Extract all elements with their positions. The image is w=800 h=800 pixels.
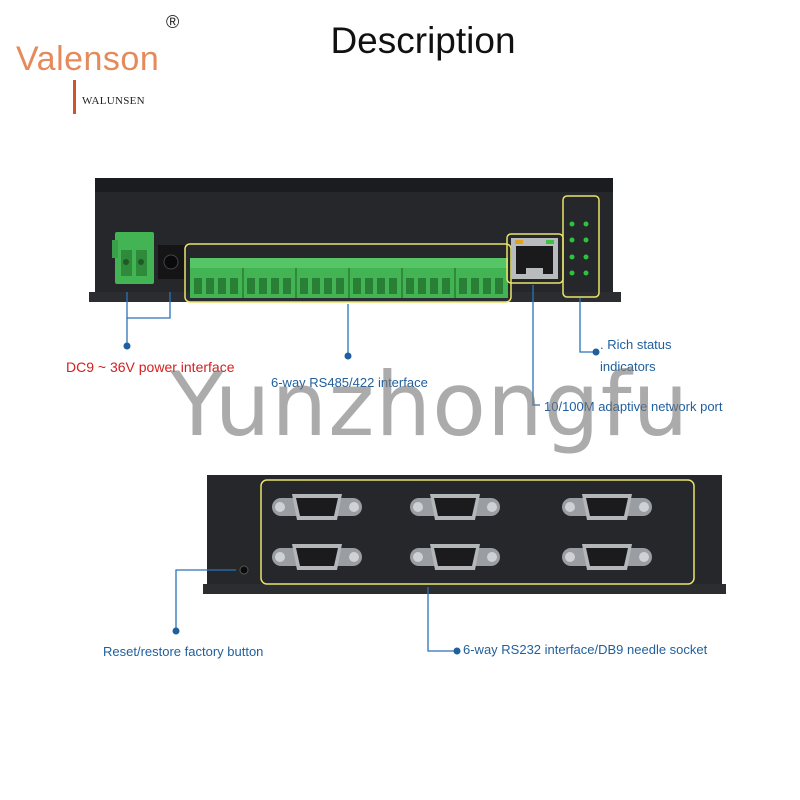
label-rs232-interface: 6-way RS232 interface/DB9 needle socket [463, 642, 708, 657]
callout-lines-top [126, 285, 593, 406]
registered-mark: ® [166, 12, 180, 32]
watermark-text: Yunzhongfu [170, 353, 690, 456]
brand-logo-name: Valenson [16, 40, 160, 78]
top-device [89, 178, 621, 303]
label-rs485-interface: 6-way RS485/422 interface [271, 375, 428, 390]
ethernet-port [511, 238, 558, 279]
rs485-terminal-blocks [190, 258, 508, 298]
page-title: Description [330, 20, 516, 61]
brand-logo-bar [73, 80, 76, 114]
label-status-line1: . Rich status [600, 337, 672, 352]
label-network-port: 10/100M adaptive network port [544, 399, 723, 414]
brand-logo-subname: WALUNSEN [82, 95, 145, 107]
status-highlight-frame [562, 195, 600, 298]
callout-dots-top [123, 342, 600, 360]
bottom-device [203, 475, 726, 594]
db9-connectors [272, 494, 652, 570]
reset-button-hole [239, 565, 249, 575]
callout-dots-bottom [172, 627, 461, 655]
label-status-line2: indicators [600, 359, 656, 374]
label-power-interface: DC9 ~ 36V power interface [66, 359, 235, 375]
label-reset-button: Reset/restore factory button [103, 644, 264, 659]
power-terminal-block [112, 232, 154, 284]
status-leds [569, 221, 589, 276]
rs232-highlight-frame [260, 479, 695, 585]
bottom-device-body [207, 475, 722, 591]
callout-lines-bottom [175, 569, 455, 652]
